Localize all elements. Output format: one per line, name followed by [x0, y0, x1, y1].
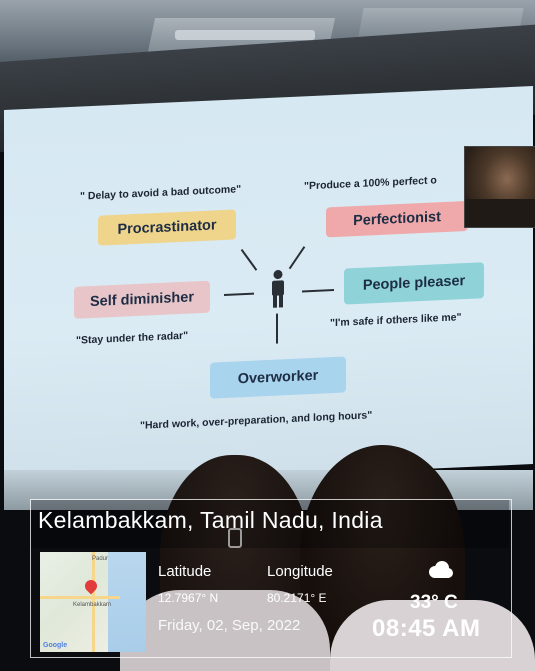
geotag-overlay: [30, 499, 512, 658]
hair-clip: [228, 528, 242, 548]
box-people-pleaser: People pleaser: [344, 262, 484, 305]
audience-shirt: [330, 600, 535, 671]
ceiling-light: [175, 30, 315, 40]
map-water: [108, 552, 146, 652]
map-road: [40, 596, 120, 599]
connector-line: [302, 289, 334, 293]
quote-perfectionist: "Produce a 100% perfect o: [304, 174, 437, 193]
quote-overworker: "Hard work, over-preparation, and long h…: [140, 409, 373, 432]
box-perfectionist: Perfectionist: [326, 200, 468, 238]
person-icon: [272, 270, 284, 308]
webcam-inset: [464, 146, 535, 228]
longitude-value: 80.2171° E: [267, 591, 327, 605]
latitude-value: 12.7967° N: [158, 591, 219, 605]
map-road: [92, 552, 95, 652]
cloud-icon: [429, 561, 453, 578]
google-logo: Google: [43, 642, 68, 649]
longitude-label: Longitude: [267, 563, 333, 580]
connector-line: [276, 313, 278, 344]
connector-line: [240, 248, 258, 271]
connector-line: [288, 246, 306, 270]
box-overworker: Overworker: [210, 356, 346, 399]
connector-line: [224, 292, 254, 297]
latitude-label: Latitude: [158, 563, 212, 580]
map-label: Padur: [92, 556, 109, 562]
quote-self-diminisher: "Stay under the radar": [76, 329, 189, 347]
location-title: Kelambakkam, Tamil Nadu, India: [38, 507, 383, 533]
quote-procrastinator: " Delay to avoid a bad outcome": [80, 183, 242, 203]
webcam-person: [465, 199, 535, 227]
date-text: Friday, 02, Sep, 2022: [158, 617, 301, 634]
projected-slide: " Delay to avoid a bad outcome" "Produce…: [4, 85, 533, 489]
map-thumbnail: Padur Kelambakkam Google: [40, 552, 146, 652]
geotag-title-background: [31, 500, 509, 548]
temperature: 33° C: [410, 592, 458, 613]
box-self-diminisher: Self diminisher: [74, 280, 210, 319]
map-label: Kelambakkam: [73, 602, 112, 608]
quote-people-pleaser: "I'm safe if others like me": [330, 311, 462, 330]
time-text: 08:45 AM: [372, 615, 481, 642]
map-pin-icon: [82, 577, 100, 595]
box-procrastinator: Procrastinator: [98, 209, 236, 246]
